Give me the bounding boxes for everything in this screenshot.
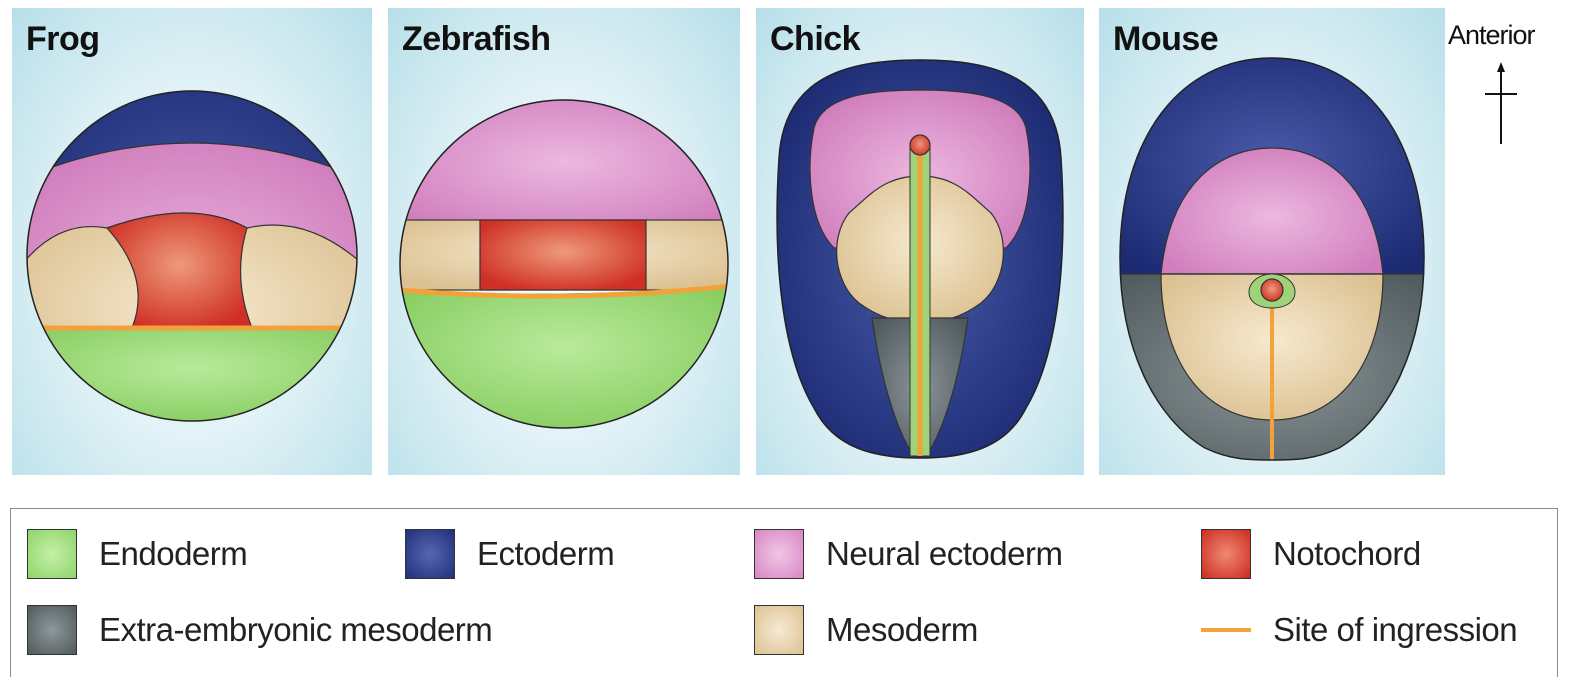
frog-endoderm [12, 328, 372, 428]
anterior-axis: Anterior [1448, 20, 1560, 150]
mouse-panel: Mouse [1099, 8, 1445, 475]
legend-label-site-of-ingression: Site of ingression [1273, 611, 1517, 649]
zebrafish-endoderm [388, 286, 740, 438]
legend-label-extra-embryonic-mesoderm: Extra-embryonic mesoderm [99, 611, 492, 649]
zebrafish-panel: Zebrafish [388, 8, 740, 475]
chick-title: Chick [770, 20, 860, 59]
legend-label-endoderm: Endoderm [99, 535, 247, 573]
legend-item-notochord: Notochord [1201, 527, 1421, 581]
frog-embryo-diagram [12, 8, 372, 475]
legend-item-endoderm: Endoderm [27, 527, 247, 581]
legend-item-extra-embryonic-mesoderm: Extra-embryonic mesoderm [27, 603, 492, 657]
zebrafish-embryo-diagram [388, 8, 740, 475]
endoderm-swatch [27, 529, 77, 579]
mouse-title: Mouse [1113, 20, 1218, 59]
legend-label-mesoderm: Mesoderm [826, 611, 978, 649]
mesoderm-swatch [754, 605, 804, 655]
legend-label-ectoderm: Ectoderm [477, 535, 614, 573]
chick-notochord [910, 135, 930, 155]
frog-title: Frog [26, 20, 100, 59]
zebrafish-title: Zebrafish [402, 20, 551, 59]
notochord-swatch [1201, 529, 1251, 579]
legend-item-mesoderm: Mesoderm [754, 603, 978, 657]
ingression-line-swatch [1201, 628, 1251, 632]
legend-item-ectoderm: Ectoderm [405, 527, 614, 581]
legend-label-notochord: Notochord [1273, 535, 1421, 573]
frog-panel: Frog [12, 8, 372, 475]
legend-item-neural-ectoderm: Neural ectoderm [754, 527, 1062, 581]
zebrafish-notochord [480, 220, 646, 290]
chick-embryo-diagram [756, 8, 1084, 475]
neural-ectoderm-swatch [754, 529, 804, 579]
extra-embryonic-mesoderm-swatch [27, 605, 77, 655]
mouse-notochord [1261, 279, 1283, 301]
anterior-arrow-icon [1448, 60, 1560, 150]
legend-label-neural-ectoderm: Neural ectoderm [826, 535, 1062, 573]
ectoderm-swatch [405, 529, 455, 579]
chick-panel: Chick [756, 8, 1084, 475]
mouse-embryo-diagram [1099, 8, 1445, 475]
legend-item-site-of-ingression: Site of ingression [1201, 603, 1517, 657]
legend: Endoderm Ectoderm Neural ectoderm Notoch… [10, 508, 1558, 677]
anterior-label: Anterior [1448, 20, 1535, 51]
